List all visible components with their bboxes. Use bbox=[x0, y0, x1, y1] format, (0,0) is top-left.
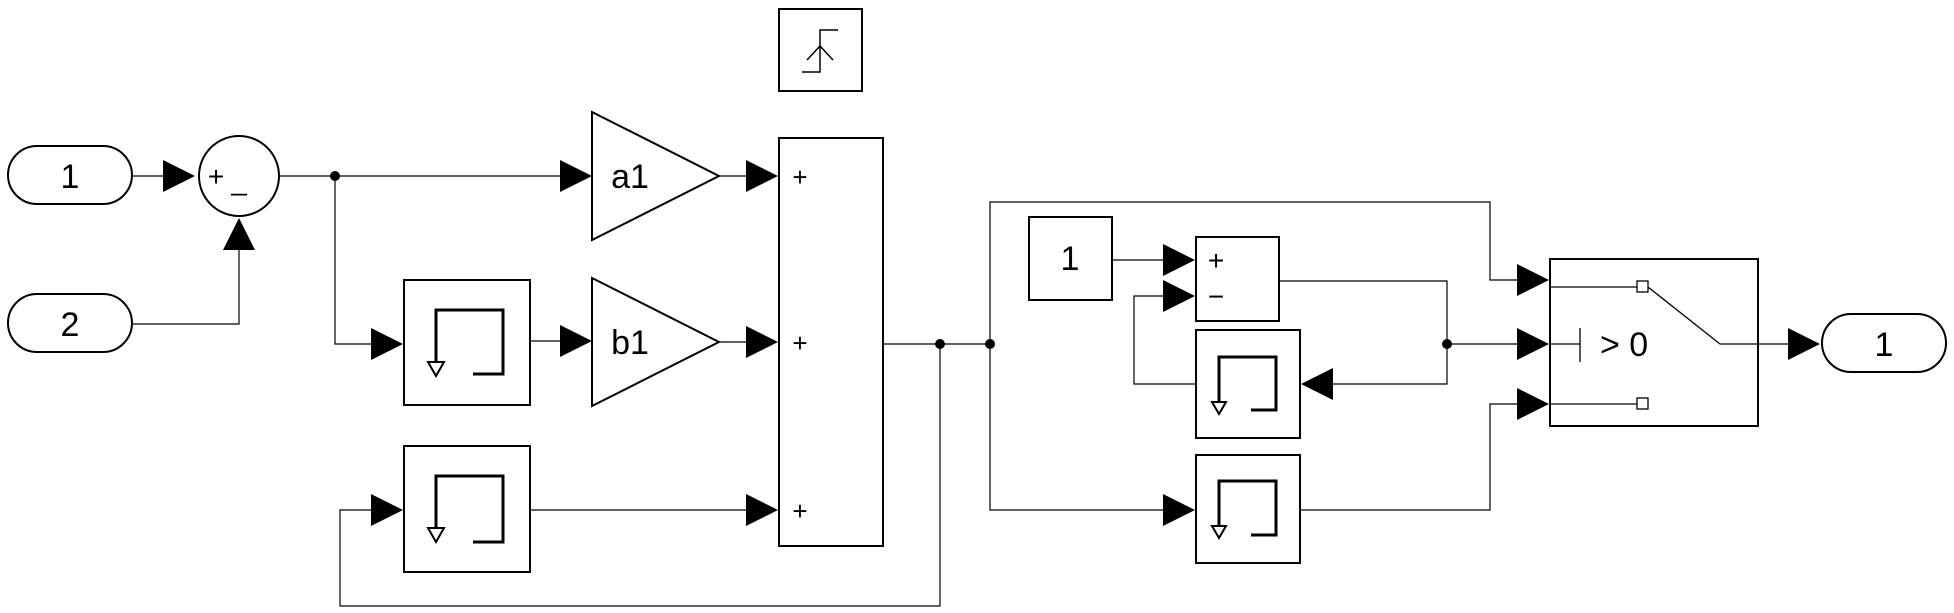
branch-point bbox=[985, 339, 995, 349]
arrowhead bbox=[223, 218, 255, 250]
sum3-sign-3: + bbox=[792, 496, 807, 526]
arrowhead bbox=[560, 325, 592, 357]
line-to-delay-bottom bbox=[989, 344, 1170, 511]
inport-1-label: 1 bbox=[61, 158, 80, 196]
branch-point bbox=[935, 339, 945, 349]
unit-delay-icon bbox=[1210, 479, 1278, 540]
trigger-block[interactable] bbox=[778, 8, 863, 92]
line-delay-bottom-to-switch bbox=[1300, 403, 1522, 511]
branch-point bbox=[330, 171, 340, 181]
arrowhead bbox=[1788, 328, 1820, 360]
arrowhead bbox=[1517, 264, 1549, 296]
sum-plus-sign: + bbox=[208, 161, 224, 192]
sum2-block[interactable]: + − bbox=[1195, 236, 1280, 322]
line-to-switch-top bbox=[989, 201, 1522, 344]
line-branch-to-delay1 bbox=[334, 176, 376, 345]
constant-block[interactable]: 1 bbox=[1028, 216, 1113, 301]
line-sum2-output bbox=[1279, 280, 1448, 344]
unit-delay-block-2[interactable] bbox=[403, 445, 531, 573]
line-delay-mid-feedback bbox=[1133, 295, 1195, 385]
inport-2-label: 2 bbox=[61, 306, 80, 344]
arrowhead bbox=[560, 160, 592, 192]
gain-a1-label: a1 bbox=[611, 158, 649, 196]
line-in2-to-sum bbox=[133, 245, 240, 325]
arrowheads bbox=[163, 160, 1820, 526]
unit-delay-icon bbox=[426, 474, 505, 545]
gain-b1-label: b1 bbox=[611, 324, 649, 362]
branch-point bbox=[1442, 339, 1452, 349]
sum-block[interactable]: + _ bbox=[198, 135, 280, 217]
unit-delay-icon bbox=[426, 308, 505, 379]
arrowhead bbox=[746, 160, 778, 192]
unit-delay-block-1[interactable] bbox=[403, 279, 531, 406]
rising-edge-trigger-icon bbox=[802, 29, 838, 73]
gain-b1-block[interactable]: b1 bbox=[591, 276, 722, 408]
signal-lines bbox=[133, 175, 1790, 607]
sum3-sign-2: + bbox=[792, 328, 807, 358]
switch-block[interactable]: > 0 bbox=[1549, 258, 1759, 427]
arrowhead bbox=[1163, 244, 1195, 276]
arrowhead bbox=[1517, 388, 1549, 420]
switch-icon bbox=[1550, 280, 1758, 410]
branch-points bbox=[330, 171, 1452, 349]
sum2-minus-sign: − bbox=[1208, 281, 1224, 312]
sum3-block[interactable]: + + + bbox=[778, 137, 884, 547]
arrowhead bbox=[163, 160, 195, 192]
outport-1-label: 1 bbox=[1875, 326, 1894, 364]
constant-value: 1 bbox=[1061, 240, 1080, 278]
arrowhead bbox=[1163, 494, 1195, 526]
arrowhead bbox=[1517, 328, 1549, 360]
outport-1-block[interactable]: 1 bbox=[1821, 313, 1947, 373]
sum3-sign-1: + bbox=[792, 162, 807, 192]
arrowhead bbox=[746, 494, 778, 526]
unit-delay-icon bbox=[1210, 355, 1278, 416]
arrowhead bbox=[1163, 280, 1195, 312]
sum2-plus-sign: + bbox=[1208, 245, 1224, 276]
arrowhead bbox=[371, 494, 403, 526]
arrowhead bbox=[1301, 368, 1333, 400]
unit-delay-block-3[interactable] bbox=[1195, 329, 1301, 439]
sum-minus-sign: _ bbox=[230, 165, 247, 196]
arrowhead bbox=[746, 326, 778, 358]
gain-a1-block[interactable]: a1 bbox=[591, 110, 722, 242]
inport-2-block[interactable]: 2 bbox=[7, 293, 133, 353]
inport-1-block[interactable]: 1 bbox=[7, 145, 133, 205]
unit-delay-block-4[interactable] bbox=[1195, 454, 1301, 564]
line-to-delay-mid bbox=[1328, 344, 1448, 385]
line-feedback-to-delay3 bbox=[339, 344, 941, 607]
switch-threshold-label: > 0 bbox=[1600, 326, 1648, 364]
arrowhead bbox=[371, 328, 403, 360]
